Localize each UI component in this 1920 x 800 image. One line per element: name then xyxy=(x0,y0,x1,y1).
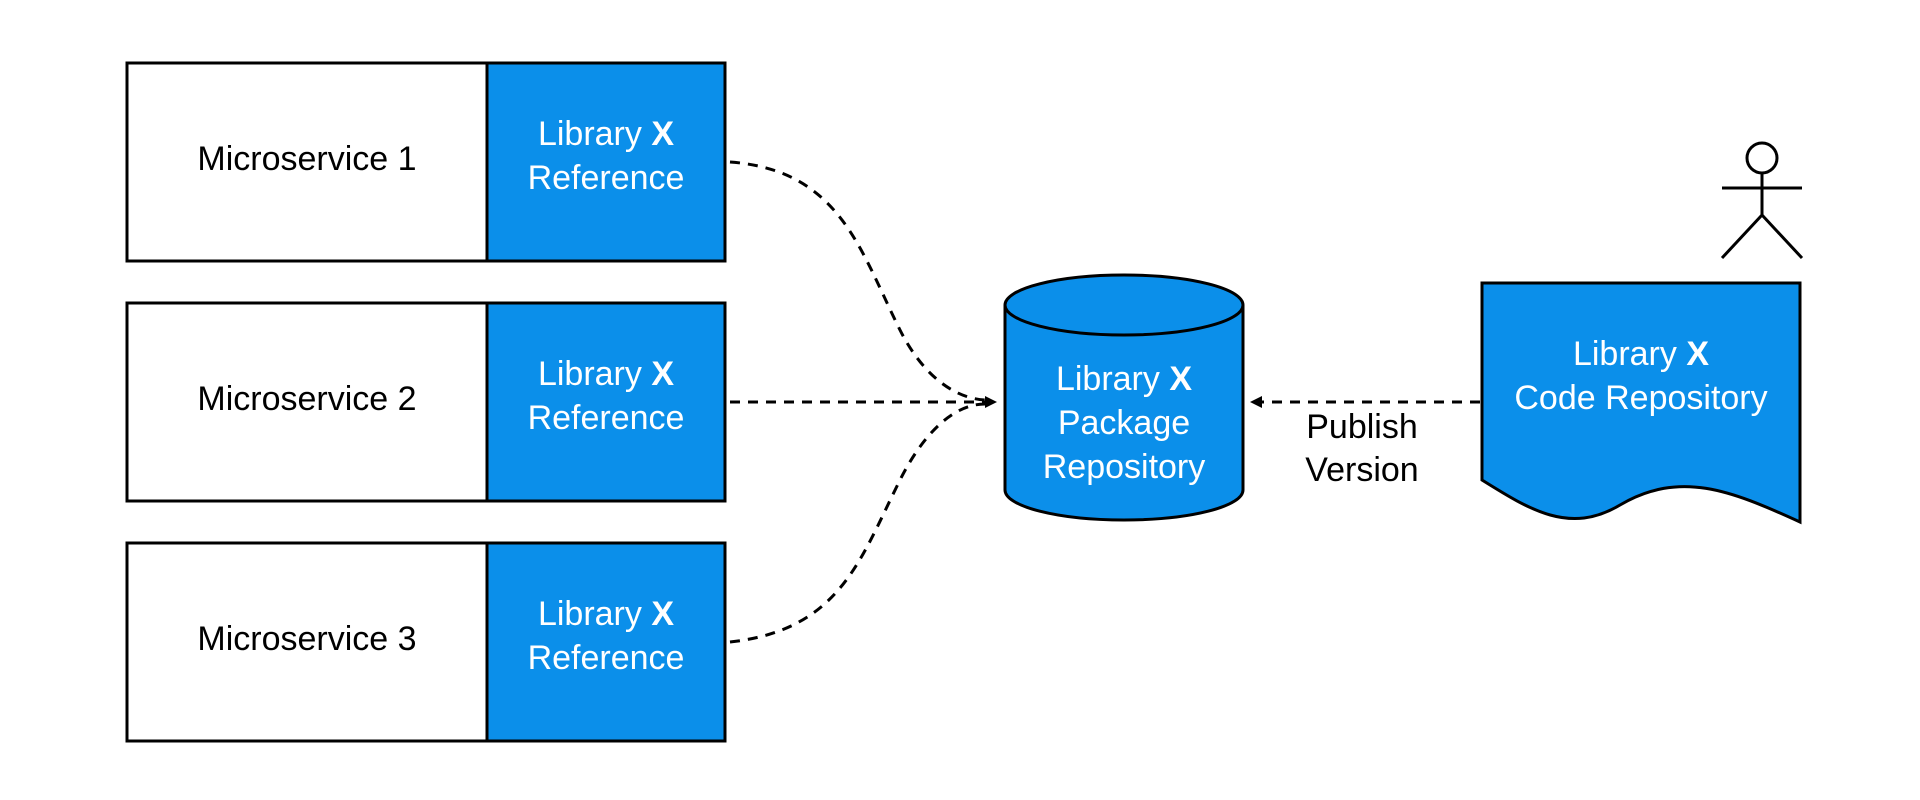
reference-subtitle: Reference xyxy=(528,639,685,677)
dependency-connector-3 xyxy=(729,402,986,644)
package-repo-line3: Repository xyxy=(1043,448,1206,486)
dependency-connector-1 xyxy=(729,160,986,402)
microservice-1-box: Microservice 1 Library X Reference xyxy=(125,61,727,263)
reference-mark: X xyxy=(651,355,674,393)
reference-line1: Library xyxy=(538,595,642,633)
document-shape xyxy=(1480,281,1802,525)
code-repo-mark: X xyxy=(1686,335,1709,373)
microservice-label: Microservice 2 xyxy=(197,380,416,418)
cylinder-body xyxy=(1003,305,1245,522)
reference-subtitle: Reference xyxy=(528,399,685,437)
actor-left-leg xyxy=(1720,213,1764,260)
code-repo-title: Library X xyxy=(1573,335,1709,373)
package-repository-cylinder: Library X Package Repository xyxy=(1003,273,1245,522)
reference-line1: Library xyxy=(538,355,642,393)
package-repo-mark: X xyxy=(1169,360,1192,398)
actor-head xyxy=(1745,141,1779,175)
publish-label-line1: Publish xyxy=(1306,408,1418,446)
package-repo-title: Library X xyxy=(1056,360,1192,398)
cylinder-top xyxy=(1003,273,1245,337)
actor-right-leg xyxy=(1760,213,1804,260)
package-repo-line1: Library xyxy=(1056,360,1160,398)
reference-subtitle: Reference xyxy=(528,159,685,197)
microservice-label: Microservice 3 xyxy=(197,620,416,658)
code-repo-line1: Library xyxy=(1573,335,1677,373)
reference-line1: Library xyxy=(538,115,642,153)
code-repo-line2: Code Repository xyxy=(1514,379,1767,417)
reference-title: Library X xyxy=(538,115,674,153)
microservice-3-box: Microservice 3 Library X Reference xyxy=(125,541,727,743)
publish-label-line2: Version xyxy=(1305,451,1418,489)
package-repo-line2: Package xyxy=(1058,404,1190,442)
code-repository-document: Library X Code Repository xyxy=(1480,281,1802,525)
stick-figure-icon xyxy=(1720,141,1804,260)
microservice-body xyxy=(125,61,489,263)
library-reference-box xyxy=(485,61,727,263)
microservice-body xyxy=(125,541,489,743)
reference-mark: X xyxy=(651,115,674,153)
reference-mark: X xyxy=(651,595,674,633)
library-reference-box xyxy=(485,541,727,743)
microservice-label: Microservice 1 xyxy=(197,140,416,178)
microservice-body xyxy=(125,301,489,503)
library-reference-box xyxy=(485,301,727,503)
reference-title: Library X xyxy=(538,595,674,633)
reference-title: Library X xyxy=(538,355,674,393)
microservice-2-box: Microservice 2 Library X Reference xyxy=(125,301,727,503)
